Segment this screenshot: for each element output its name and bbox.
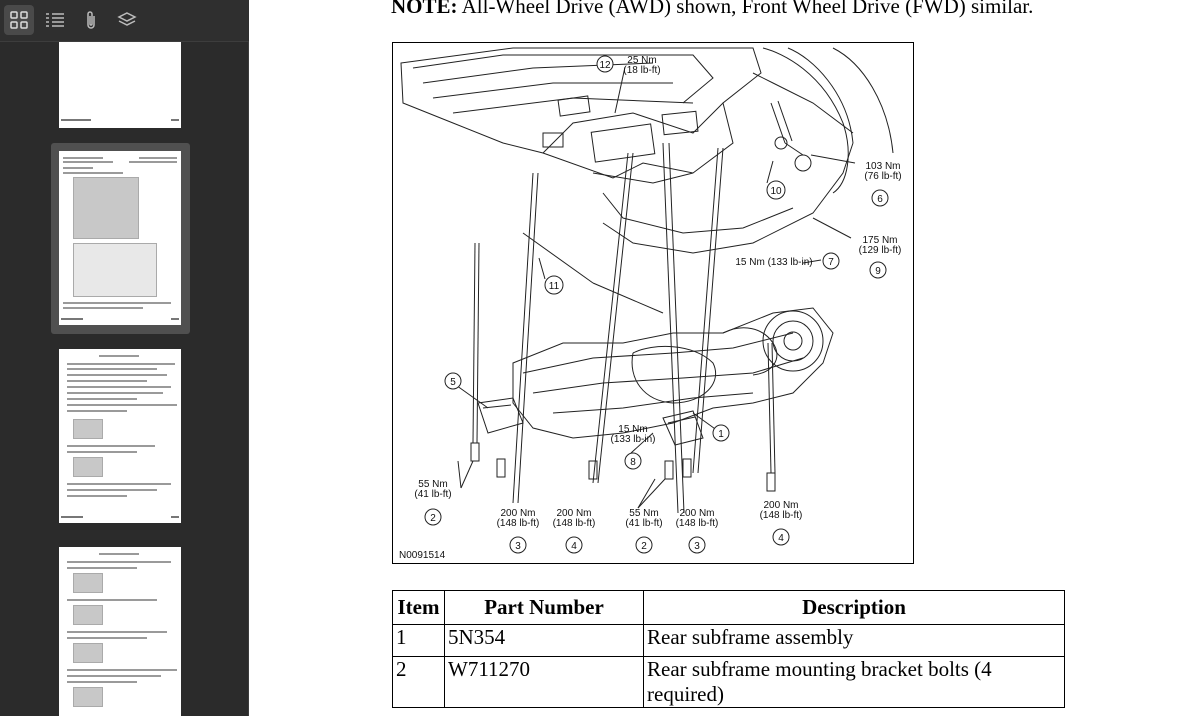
page-thumbnail-3[interactable]: [59, 349, 181, 523]
cell-item: 2: [392, 656, 445, 708]
cell-part-number: W711270: [444, 656, 644, 708]
callout-2a: 2: [430, 513, 436, 524]
torque-9-line1: 175 Nm: [862, 235, 897, 246]
torque-4b-line1: 200 Nm: [763, 500, 798, 511]
page-thumbnail-1[interactable]: [59, 42, 181, 128]
torque-9-line2: (129 lb-ft): [859, 245, 902, 256]
page-thumbnail-2[interactable]: [59, 151, 181, 325]
note-text: All-Wheel Drive (AWD) shown, Front Wheel…: [457, 0, 1034, 18]
torque-2b-line1: 55 Nm: [629, 508, 658, 519]
callout-4a: 4: [571, 541, 577, 552]
torque-2b-line2: (41 lb-ft): [625, 518, 662, 529]
page-thumbnail-4[interactable]: [59, 547, 181, 716]
torque-3a-line2: (148 lb-ft): [497, 518, 540, 529]
callout-3a: 3: [515, 541, 521, 552]
cell-part-number: 5N354: [444, 624, 644, 657]
callout-9: 9: [875, 266, 881, 277]
list-icon: [46, 13, 64, 27]
paperclip-icon: [87, 11, 95, 29]
note-paragraph: NOTE: All-Wheel Drive (AWD) shown, Front…: [391, 0, 1033, 19]
attachments-button[interactable]: [76, 5, 106, 35]
callout-11: 11: [549, 281, 560, 292]
callout-3b: 3: [694, 541, 700, 552]
callout-12: 12: [599, 60, 611, 71]
torque-12-line2: (18 lb-ft): [623, 65, 660, 76]
torque-12-line1: 25 Nm: [627, 55, 656, 66]
thumbnail-sidebar: [0, 0, 249, 716]
torque-6-line2: (76 lb-ft): [864, 171, 901, 182]
col-header-item: Item: [392, 590, 445, 625]
callout-8: 8: [630, 457, 636, 468]
figure-id: N0091514: [399, 550, 446, 561]
torque-7: 15 Nm (133 lb-in): [735, 257, 812, 268]
table-row: 1 5N354 Rear subframe assembly: [392, 624, 1065, 657]
col-header-part-number: Part Number: [444, 590, 644, 625]
exploded-view-illustration: 12 6 10 9 7 11 5 1 8 2 3 4 2 3 4 25 Nm (…: [392, 42, 914, 564]
note-label: NOTE:: [391, 0, 458, 18]
grid-icon: [10, 11, 28, 29]
table-header-row: Item Part Number Description: [392, 590, 1065, 625]
torque-3b-line1: 200 Nm: [679, 508, 714, 519]
callout-6: 6: [877, 194, 883, 205]
callout-1: 1: [718, 429, 724, 440]
col-header-description: Description: [643, 590, 1065, 625]
torque-8-line2: (133 lb-in): [610, 434, 655, 445]
document-viewer[interactable]: NOTE: All-Wheel Drive (AWD) shown, Front…: [250, 0, 1202, 716]
torque-6-line1: 103 Nm: [865, 161, 900, 172]
cell-item: 1: [392, 624, 445, 657]
parts-table: Item Part Number Description 1 5N354 Rea…: [392, 590, 1065, 708]
callout-4b: 4: [778, 533, 784, 544]
outline-button[interactable]: [40, 5, 70, 35]
thumbnails-button[interactable]: [4, 5, 34, 35]
torque-4a-line1: 200 Nm: [556, 508, 591, 519]
callout-7: 7: [828, 257, 834, 268]
cell-description: Rear subframe mounting bracket bolts (4 …: [643, 656, 1065, 708]
torque-4b-line2: (148 lb-ft): [760, 510, 803, 521]
callout-5: 5: [450, 377, 456, 388]
sidebar-toolbar: [0, 0, 249, 42]
layers-icon: [117, 12, 137, 26]
cell-description: Rear subframe assembly: [643, 624, 1065, 657]
torque-3b-line2: (148 lb-ft): [676, 518, 719, 529]
torque-2a-line2: (41 lb-ft): [414, 489, 451, 500]
torque-4a-line2: (148 lb-ft): [553, 518, 596, 529]
torque-3a-line1: 200 Nm: [500, 508, 535, 519]
torque-8-line1: 15 Nm: [618, 424, 647, 435]
callout-2b: 2: [641, 541, 647, 552]
callout-10: 10: [770, 186, 782, 197]
layers-button[interactable]: [112, 5, 142, 35]
subframe-drawing: 12 6 10 9 7 11 5 1 8 2 3 4 2 3 4 25 Nm (…: [399, 47, 902, 561]
torque-2a-line1: 55 Nm: [418, 479, 447, 490]
table-row: 2 W711270 Rear subframe mounting bracket…: [392, 656, 1065, 708]
